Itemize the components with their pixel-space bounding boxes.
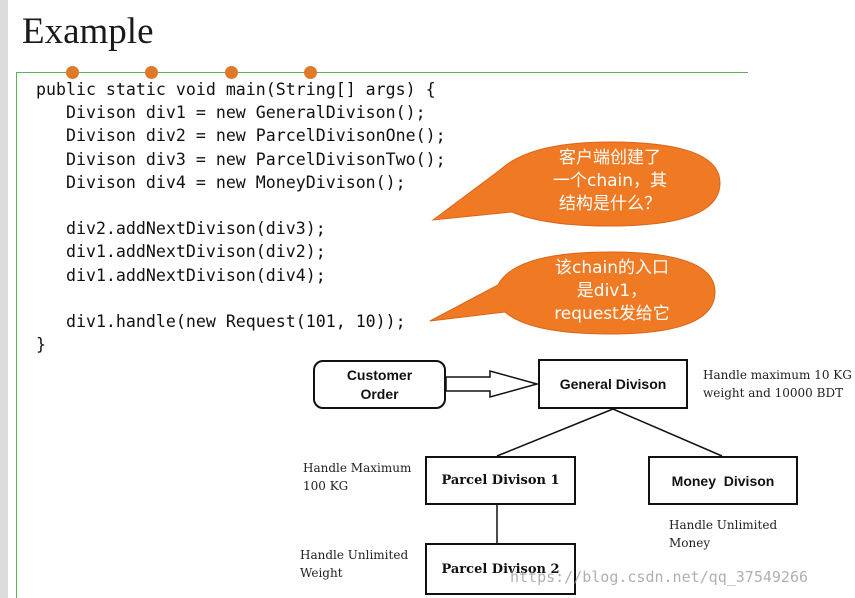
decor-dot-3 [225, 66, 238, 79]
callout-bubble-chain-entry [429, 251, 716, 335]
code-line: Divison div1 = new GeneralDivison(); [36, 103, 426, 123]
node-label: Customer [346, 366, 413, 383]
money-division-node: Money Divison [648, 456, 798, 505]
callout-text-chain-entry: 该chain的入口 是div1， request发给它 [517, 257, 707, 326]
customer-order-node: Customer Order [313, 360, 446, 409]
node-label: Money Divison [671, 472, 775, 489]
note-line: Handle maximum 10 KG [703, 368, 852, 382]
decor-dot-1 [66, 66, 79, 79]
code-line: Divison div4 = new MoneyDivison(); [36, 172, 406, 192]
parcel-division-1-node: Parcel Divison 1 [425, 456, 576, 505]
code-line: Divison div3 = new ParcelDivisonTwo(); [36, 149, 446, 169]
note-line: weight and 10000 BDT [703, 386, 844, 400]
code-line: div1.addNextDivison(div4); [36, 265, 326, 285]
parcel-division-2-node: Parcel Divison 2 [425, 543, 576, 595]
callout-line: 该chain的入口 [554, 258, 670, 278]
callout-line: 客户端创建了 [559, 148, 661, 168]
note-line: Weight [300, 566, 343, 580]
note-line: Handle Unlimited [300, 548, 409, 562]
code-line: div2.addNextDivison(div3); [36, 219, 326, 239]
node-label: General Divison [559, 376, 667, 392]
decor-dot-4 [304, 66, 317, 79]
note-line: Money [669, 536, 711, 550]
node-label: Parcel Divison 2 [441, 561, 560, 577]
code-line: div1.handle(new Request(101, 10)); [36, 311, 406, 331]
callout-line: request发给它 [554, 304, 670, 324]
callout-line: 一个chain，其 [552, 171, 668, 191]
connector-general-parcel1 [496, 408, 614, 457]
code-block: public static void main(String[] args) {… [36, 78, 446, 356]
watermark: https://blog.csdn.net/qq_37549266 [510, 568, 809, 586]
hollow-arrow [445, 370, 540, 398]
note-line: Handle Unlimited [669, 518, 778, 532]
connector-general-money [612, 408, 723, 457]
frame-left-line [16, 72, 17, 598]
code-line: Divison div2 = new ParcelDivisonOne(); [36, 126, 446, 146]
decor-dot-2 [145, 66, 158, 79]
code-line: } [36, 335, 46, 355]
frame-top-line [16, 72, 748, 73]
note-line: Handle Maximum [303, 461, 412, 475]
general-division-note: Handle maximum 10 KG weight and 10000 BDT [703, 366, 852, 402]
slide-left-border [0, 0, 8, 598]
callout-line: 是div1， [576, 281, 648, 301]
slide-title: Example [22, 11, 154, 52]
callout-text-chain-structure: 客户端创建了 一个chain，其 结构是什么？ [520, 147, 700, 216]
note-line: 100 KG [303, 479, 349, 493]
callout-line: 结构是什么？ [559, 194, 661, 214]
node-label: Parcel Divison 1 [441, 473, 560, 488]
node-label: Order [360, 385, 399, 402]
code-line: public static void main(String[] args) { [36, 80, 436, 99]
code-line: div1.addNextDivison(div2); [36, 242, 326, 262]
callout-bubble-chain-structure [431, 141, 721, 227]
parcel-division-1-note: Handle Maximum 100 KG [303, 459, 411, 495]
general-division-node: General Divison [538, 359, 688, 409]
